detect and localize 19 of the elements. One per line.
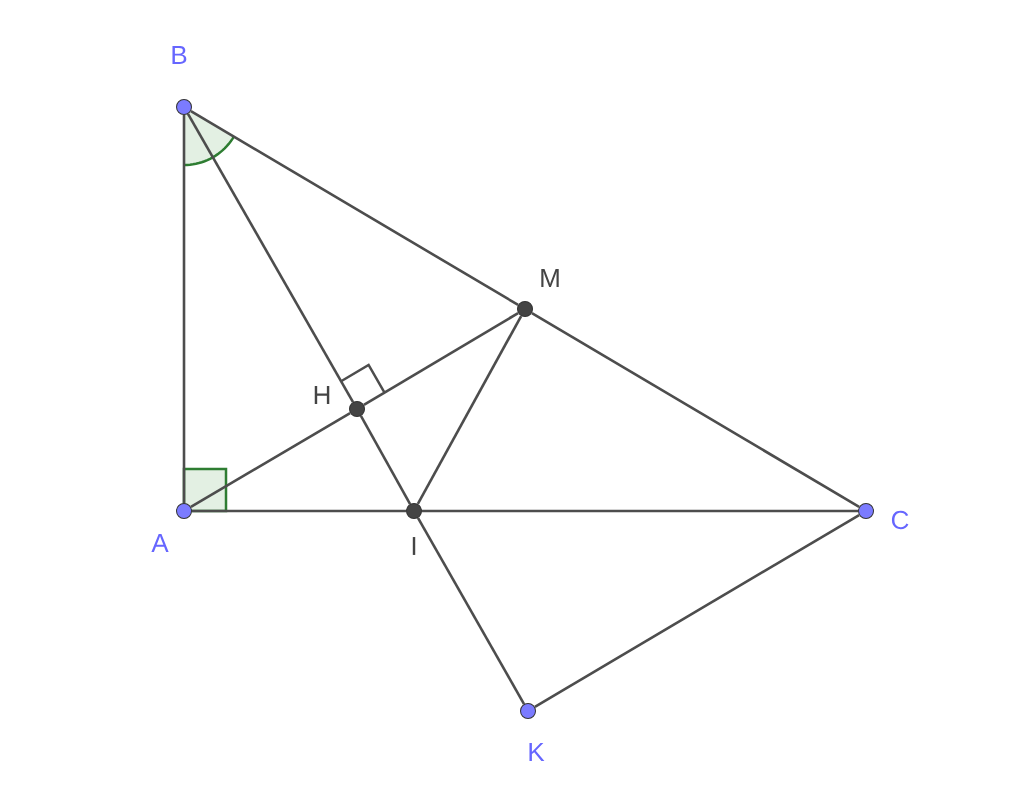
point-label: C [891,510,909,530]
line-segment [359,415,412,505]
line-segment [190,109,519,307]
line-segment [416,315,523,505]
line-segment [182,115,186,503]
point-label: H [314,386,330,404]
line-segment [186,113,355,403]
point-label: I [412,537,416,555]
line-segment [416,517,526,705]
line-segment [422,509,858,513]
line-segment [190,411,351,509]
line-segment [531,311,860,509]
point-label: K [529,743,545,761]
line-segment [192,509,406,513]
point-label: A [151,534,169,552]
point-label: B [172,46,187,64]
line-segment [534,513,860,709]
point-label: M [541,269,559,287]
line-segment [363,311,519,406]
